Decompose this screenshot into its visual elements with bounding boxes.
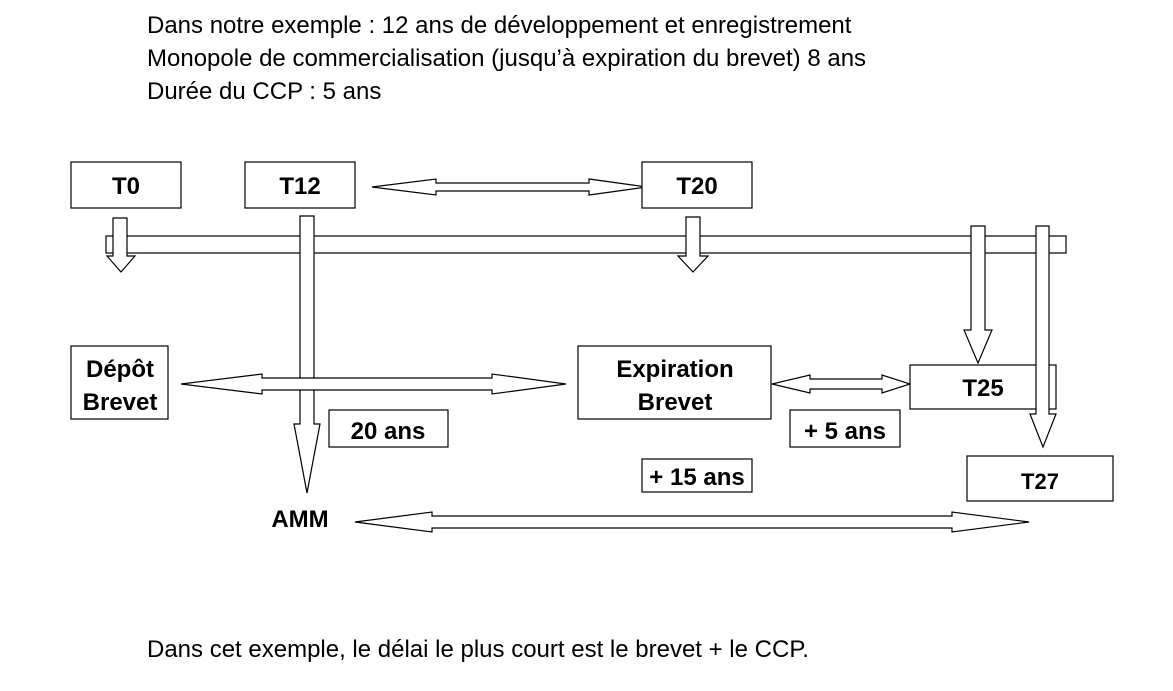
timeline-bar (105, 235, 1067, 254)
box-expiration-brevet (577, 345, 772, 420)
down-arrow-amm (293, 215, 321, 494)
label-depot-line1: Dépôt (86, 356, 154, 383)
box-t20 (641, 161, 753, 209)
intro-line-1: Dans notre exemple : 12 ans de développe… (147, 12, 852, 39)
label-t0: T0 (112, 173, 140, 200)
intro-line-2: Monopole de commercialisation (jusqu’à e… (147, 45, 867, 72)
down-arrow-t20 (676, 216, 710, 273)
box-depot-brevet (70, 345, 169, 420)
footer-note: Dans cet exemple, le délai le plus court… (147, 636, 809, 663)
label-plus-15-ans: + 15 ans (649, 464, 744, 491)
label-20-ans: 20 ans (351, 418, 426, 445)
label-expiration-line2: Brevet (638, 389, 713, 416)
double-arrow-t12-t20 (371, 178, 648, 196)
down-arrow-t25 (963, 225, 993, 365)
box-t27 (966, 455, 1114, 502)
double-arrow-amm-t27 (354, 511, 1030, 533)
down-arrow-t27 (1029, 225, 1057, 449)
label-t25: T25 (962, 375, 1003, 402)
label-amm: AMM (271, 506, 328, 533)
label-plus-5-ans: + 5 ans (804, 418, 886, 445)
box-20-ans (328, 409, 449, 448)
label-t12: T12 (279, 173, 320, 200)
label-t20: T20 (676, 173, 717, 200)
down-arrow-t0 (105, 217, 137, 273)
label-t27: T27 (1021, 469, 1059, 494)
intro-text: Dans notre exemple : 12 ans de développe… (147, 9, 866, 108)
box-plus-15-ans (641, 458, 753, 493)
box-t12 (244, 161, 356, 209)
intro-line-3: Durée du CCP : 5 ans (147, 78, 382, 105)
double-arrow-expiration-t25 (771, 374, 912, 394)
label-depot-line2: Brevet (83, 389, 158, 416)
box-t0 (70, 161, 182, 209)
double-arrow-depot-expiration (180, 373, 567, 395)
box-t25 (909, 364, 1057, 410)
label-expiration-line1: Expiration (616, 356, 733, 383)
box-plus-5-ans (789, 409, 901, 448)
